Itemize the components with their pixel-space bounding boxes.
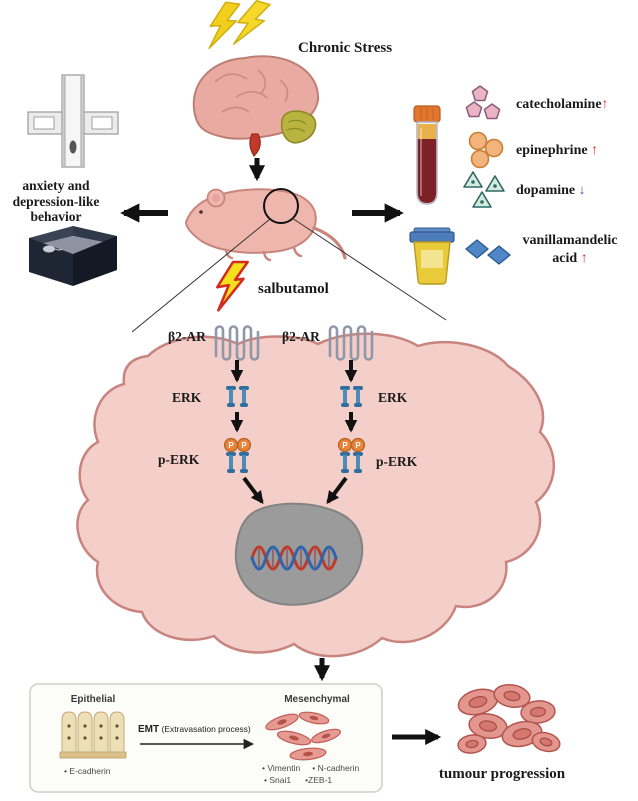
beta2-receptor-icon-left xyxy=(214,325,260,361)
brain-icon xyxy=(192,55,320,157)
box-mouse xyxy=(43,245,55,253)
marker-vimentin: • Vimentin xyxy=(262,763,301,773)
dna-icon xyxy=(250,545,338,571)
mesenchymal-markers-line1: • Vimentin • N-cadherin xyxy=(262,763,359,773)
behavior-label: anxiety and depression-like behavior xyxy=(12,178,100,225)
perk-label-right: p-ERK xyxy=(376,454,418,469)
tumour-icon xyxy=(457,683,561,754)
phospho-letter: P xyxy=(355,441,361,450)
vma-icon xyxy=(465,239,511,265)
tumour-progression-label: tumour progression xyxy=(438,766,566,782)
salbutamol-bolt-icon xyxy=(215,260,249,312)
dopamine-icon xyxy=(463,171,505,208)
nucleus xyxy=(234,502,364,606)
arrow-perk-nucleus-left xyxy=(242,476,264,505)
maze-mouse xyxy=(69,140,77,154)
zoom-line-right xyxy=(291,217,447,321)
marker-label: dopamine xyxy=(516,183,576,198)
marker-label: catecholamine xyxy=(516,97,602,112)
emt-sublabel: (Extravasation process) xyxy=(161,724,251,734)
up-arrow-icon: ↑ xyxy=(591,143,599,158)
phospho-letter: P xyxy=(342,441,348,450)
emt-caption: EMT (Extravasation process) xyxy=(138,724,260,735)
perk-dimer-icon-left: P P xyxy=(223,437,252,473)
arrow-perk-nucleus-right xyxy=(326,476,348,505)
marker-snai1: • Snai1 xyxy=(264,775,292,785)
blood-tube-icon xyxy=(413,105,441,205)
erk-label-left: ERK xyxy=(172,390,202,405)
mesenchymal-markers-line2: • Snai1 •ZEB-1 xyxy=(264,775,332,785)
epinephrine-icon xyxy=(468,131,504,169)
marker-catecholamine: catecholamine↑ xyxy=(516,97,609,113)
phospho-badge xyxy=(350,437,366,453)
marker-ncadherin: • N-cadherin xyxy=(312,763,360,773)
emt-panel xyxy=(29,683,383,793)
marker-label: vanillamandelic acid xyxy=(522,233,618,266)
magnifier-circle xyxy=(263,188,299,224)
phospho-letter: P xyxy=(241,441,247,450)
chronic-stress-title: Chronic Stress xyxy=(298,40,393,56)
salbutamol-label: salbutamol xyxy=(258,281,329,297)
up-arrow-icon: ↑ xyxy=(580,250,588,266)
maze-arm-label-box xyxy=(91,116,113,130)
epithelial-cells-icon xyxy=(59,711,127,759)
perk-dimer-icon-right: P P xyxy=(337,437,366,473)
lightning-bolt-icon xyxy=(208,0,271,50)
catecholamine-icon xyxy=(465,85,501,120)
mouse-icon xyxy=(184,188,347,262)
marker-vma: vanillamandelic acid ↑ xyxy=(512,232,628,267)
epithelial-title: Epithelial xyxy=(70,694,116,705)
mesenchymal-cells-icon xyxy=(265,711,341,761)
phospho-badge xyxy=(236,437,252,453)
zoom-line-left xyxy=(131,218,271,333)
receptor-label-left: β2-AR xyxy=(168,329,206,344)
marker-zeb1: •ZEB-1 xyxy=(305,775,333,785)
epithelial-marker: • E-cadherin xyxy=(64,766,111,776)
mesenchymal-title: Mesenchymal xyxy=(284,694,350,705)
marker-dopamine: dopamine ↓ xyxy=(516,183,586,199)
cell-body xyxy=(76,332,555,658)
receptor-label-right: β2-AR xyxy=(282,329,320,344)
erk-label-right: ERK xyxy=(378,390,408,405)
urine-cup-icon xyxy=(409,227,455,285)
maze-arm-label-box xyxy=(33,116,55,130)
marker-label: epinephrine xyxy=(516,143,588,158)
dark-box-icon xyxy=(29,226,117,286)
up-arrow-icon: ↑ xyxy=(601,97,609,112)
beta2-receptor-icon-right xyxy=(328,325,374,361)
plus-maze-icon xyxy=(27,74,119,168)
perk-label-left: p-ERK xyxy=(158,452,200,467)
marker-epinephrine: epinephrine ↑ xyxy=(516,143,598,159)
phospho-letter: P xyxy=(228,441,234,450)
emt-label: EMT xyxy=(138,724,160,735)
down-arrow-icon: ↓ xyxy=(578,183,586,198)
